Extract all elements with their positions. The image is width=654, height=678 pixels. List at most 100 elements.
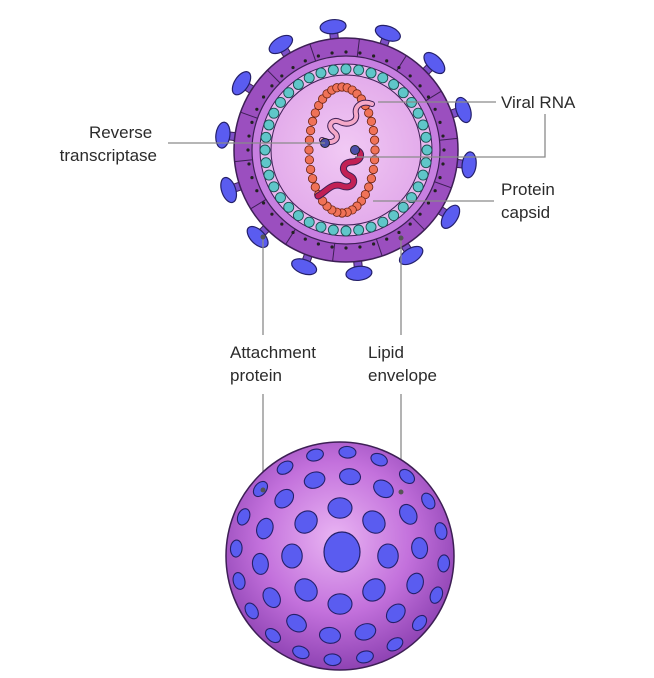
capsid-bead xyxy=(304,155,315,165)
surface-knob xyxy=(318,626,341,644)
membrane-dot xyxy=(433,107,437,111)
matrix-bead xyxy=(275,192,286,204)
surface-knob xyxy=(437,554,451,573)
matrix-bead xyxy=(353,64,365,76)
membrane-dot xyxy=(426,201,431,205)
matrix-bead xyxy=(292,210,304,221)
membrane-dot xyxy=(291,230,295,235)
envelope-divider xyxy=(240,111,258,119)
viral-rna-strand-1-fill xyxy=(320,100,374,145)
envelope-divider xyxy=(411,216,425,231)
capsid-bead xyxy=(368,164,378,175)
membrane-dot xyxy=(270,84,274,88)
label-reverse-transcriptase: Reverse transcriptase xyxy=(60,123,157,165)
surface-knob xyxy=(264,627,282,644)
label-protein-capsid: Protein capsid xyxy=(501,180,560,222)
capsid-bead xyxy=(366,116,377,126)
matrix-bead xyxy=(406,192,417,204)
surface-knob xyxy=(398,468,416,485)
membrane-dot xyxy=(426,95,431,99)
envelope-divider xyxy=(434,181,452,189)
membrane-dot xyxy=(438,176,442,180)
membrane-dot xyxy=(441,134,445,138)
capsid-bead xyxy=(306,164,316,175)
label-lipid-envelope: Lipid envelope xyxy=(368,343,437,385)
membrane-dot xyxy=(330,245,334,249)
matrix-bead xyxy=(340,225,352,237)
membrane-dot xyxy=(316,242,320,246)
matrix-bead xyxy=(283,87,295,99)
membrane-dot xyxy=(408,222,412,226)
knob-head xyxy=(319,18,347,35)
matrix-bead xyxy=(421,144,433,156)
envelope-divider xyxy=(332,243,336,262)
membrane-dot xyxy=(442,148,446,152)
capsid-bead xyxy=(369,155,380,165)
surface-knob xyxy=(306,448,324,462)
surface-knob xyxy=(327,497,353,519)
membrane-dot xyxy=(261,95,266,99)
surface-knob xyxy=(370,452,388,467)
membrane-dot xyxy=(385,59,389,63)
matrix-bead xyxy=(377,72,389,84)
surface-knob xyxy=(421,492,436,510)
membrane-dot xyxy=(255,189,259,193)
capsid-bead xyxy=(304,135,315,145)
surface-knob xyxy=(232,572,246,590)
surface-knob xyxy=(303,471,326,489)
capsid-bead xyxy=(306,125,316,136)
membrane-dot xyxy=(397,65,401,70)
surface-knob xyxy=(434,522,448,540)
surface-knob xyxy=(274,488,295,509)
capsid-bead xyxy=(310,108,320,118)
envelope-divider xyxy=(250,198,267,210)
attachment-protein-dot-top xyxy=(260,234,266,240)
knob-head xyxy=(423,51,446,75)
matrix-bead xyxy=(340,63,352,75)
membrane-dot xyxy=(261,201,266,205)
membrane-dot xyxy=(358,245,362,249)
envelope-divider xyxy=(375,238,383,257)
matrix-bead xyxy=(303,72,315,84)
matrix-bead xyxy=(412,107,424,119)
capsid-bead xyxy=(307,174,318,184)
lipid-envelope-dot-bottom xyxy=(398,489,404,495)
surface-knob xyxy=(411,614,428,632)
capsid-bead xyxy=(369,135,380,145)
membrane-dot xyxy=(358,51,362,55)
membrane-dot xyxy=(408,74,412,78)
membrane-dot xyxy=(385,237,389,241)
label-viral-rna: Viral RNA xyxy=(501,93,576,112)
membrane-dot xyxy=(246,148,250,152)
capsid-bead xyxy=(364,182,374,192)
knob-head xyxy=(454,96,472,124)
membrane-dot xyxy=(433,189,437,193)
capsid-bead xyxy=(307,116,318,126)
matrix-bead xyxy=(327,224,339,236)
envelope-divider xyxy=(309,43,317,62)
membrane-dot xyxy=(280,74,284,78)
matrix-bead xyxy=(263,169,275,181)
matrix-bead xyxy=(315,221,327,233)
knob-head xyxy=(220,176,238,204)
matrix-bead xyxy=(417,169,429,181)
membrane-dot xyxy=(418,84,422,88)
surface-knob xyxy=(356,650,374,664)
matrix-bead xyxy=(417,119,429,131)
surface-knob xyxy=(262,587,281,609)
matrix-bead xyxy=(397,87,409,99)
envelope-divider xyxy=(439,137,458,141)
matrix-bead xyxy=(315,67,327,79)
surface-knob xyxy=(236,508,251,526)
matrix-bead xyxy=(283,201,295,213)
matrix-bead xyxy=(260,131,272,143)
matrix-bead xyxy=(327,64,339,76)
knob-head xyxy=(231,71,252,96)
matrix-bead xyxy=(365,221,377,233)
capsid-bead xyxy=(310,182,320,192)
membrane-dot xyxy=(250,176,254,180)
knob-head xyxy=(215,121,231,149)
surface-knob xyxy=(385,603,406,624)
matrix-bead xyxy=(365,67,377,79)
matrix-bead xyxy=(303,216,315,228)
